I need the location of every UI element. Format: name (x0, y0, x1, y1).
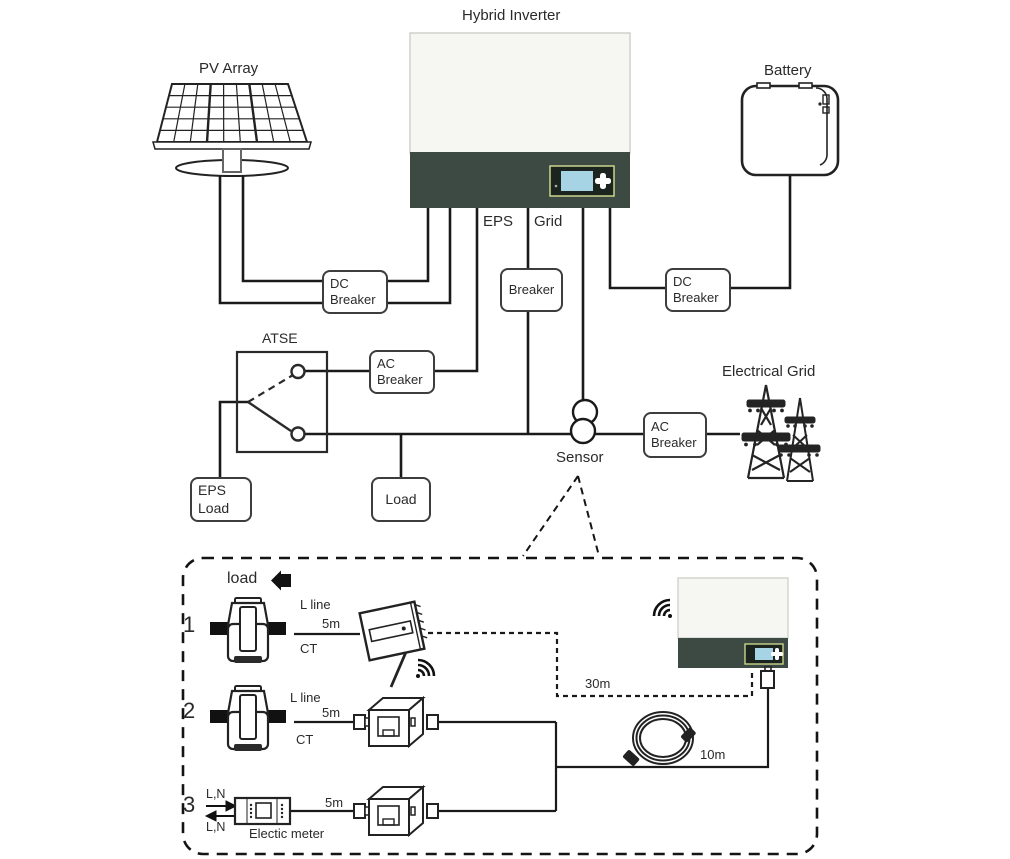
atse-switch-icon (235, 350, 329, 454)
electric-meter-icon (233, 796, 292, 826)
detail-load-label: load (227, 570, 258, 587)
ct-clamp-1-icon (208, 596, 288, 665)
row3-number: 3 (183, 792, 196, 817)
dc-breaker-pv-label: DC Breaker (330, 275, 376, 307)
row2-device-label: CT (296, 732, 314, 747)
dpad-icon (595, 173, 611, 189)
wire-10m-cable-run (556, 689, 770, 769)
cable-length-label: 10m (700, 747, 726, 762)
atse-label: ATSE (262, 330, 298, 346)
dpad-icon-small (771, 648, 783, 660)
dc-breaker-battery-box: DC Breaker (665, 268, 731, 312)
electrical-grid-towers-icon (741, 384, 821, 482)
electrical-grid-label: Electrical Grid (722, 363, 816, 380)
wireless-length-label: 30m (585, 676, 611, 691)
wire-30m-wireless-link (428, 631, 754, 698)
wire-inverter-to-dc-breaker-bat (608, 208, 665, 290)
wire-pv-to-dc-breaker-b (241, 176, 322, 283)
main-wiring (218, 176, 792, 477)
wire-atse-to-eps-load (218, 400, 248, 477)
row1-number: 1 (183, 612, 196, 637)
row1-length-label: 5m (322, 616, 341, 631)
sensor-label: Sensor (556, 449, 604, 466)
row2-length-label: 5m (322, 705, 341, 720)
eps-load-box: EPS Load (190, 477, 252, 522)
sensor-ct-icon (569, 398, 599, 445)
eps-port-label: EPS (483, 213, 514, 230)
ac-breaker-eps-label: AC Breaker (377, 355, 423, 387)
grid-breaker-label: Breaker (508, 281, 555, 297)
grid-port-label: Grid (534, 213, 563, 230)
com-cable-icon (623, 711, 696, 766)
battery-icon (740, 82, 840, 177)
atse-closed-contact (247, 401, 292, 432)
wifi-icon-inverter (652, 598, 672, 618)
load-label: Load (385, 490, 417, 507)
ct-clamp-2-icon (208, 684, 288, 753)
tower-large (746, 384, 786, 480)
row3-length-label: 5m (325, 795, 344, 810)
row3-line-out-label: L,N (206, 820, 226, 834)
hybrid-inverter-icon (409, 32, 631, 208)
sensor-callout (181, 475, 819, 856)
battery-label: Battery (764, 62, 812, 79)
inverter-display (549, 165, 615, 197)
wifi-meter-icon (358, 600, 436, 688)
inverter-small-display (744, 643, 784, 665)
grid-breaker-box: Breaker (500, 268, 563, 312)
rj45-coupler-3-icon (353, 786, 439, 836)
ac-breaker-eps-box: AC Breaker (369, 350, 435, 394)
row3-line-in-label: L,N (206, 787, 226, 801)
pv-array-icon (152, 83, 312, 177)
ac-breaker-grid-box: AC Breaker (643, 412, 707, 458)
atse-open-contact (247, 374, 294, 403)
load-arrow-icon (271, 570, 291, 591)
row3-device-label: Electic meter (249, 826, 325, 841)
ac-breaker-grid-label: AC Breaker (651, 418, 697, 450)
dc-breaker-battery-label: DC Breaker (673, 273, 719, 305)
meter-io-arrows (204, 800, 238, 822)
pv-array-label: PV Array (199, 60, 259, 77)
row1-device-label: CT (300, 641, 318, 656)
usb-connector-icon (760, 666, 775, 689)
wire-eps-to-ac-breaker (433, 208, 479, 373)
load-box: Load (371, 477, 431, 522)
wire-dc-breaker-to-battery (729, 176, 792, 290)
rj45-coupler-2-icon (353, 697, 439, 747)
eps-load-label: EPS Load (198, 482, 230, 516)
inverter-small-icon (652, 577, 789, 689)
row1-line-label: L line (300, 597, 331, 612)
hybrid-inverter-label: Hybrid Inverter (462, 7, 561, 24)
wire-dc-breaker-to-inverter-b (385, 208, 452, 305)
row2-number: 2 (183, 698, 196, 723)
detail-wiring (290, 631, 770, 813)
dc-breaker-pv-box: DC Breaker (322, 270, 388, 314)
wire-pv-to-dc-breaker-a (218, 176, 322, 305)
tower-small (786, 397, 814, 482)
wifi-icon (416, 658, 436, 678)
wire-dc-breaker-to-inverter-a (385, 208, 430, 283)
row2-line-label: L line (290, 690, 321, 705)
